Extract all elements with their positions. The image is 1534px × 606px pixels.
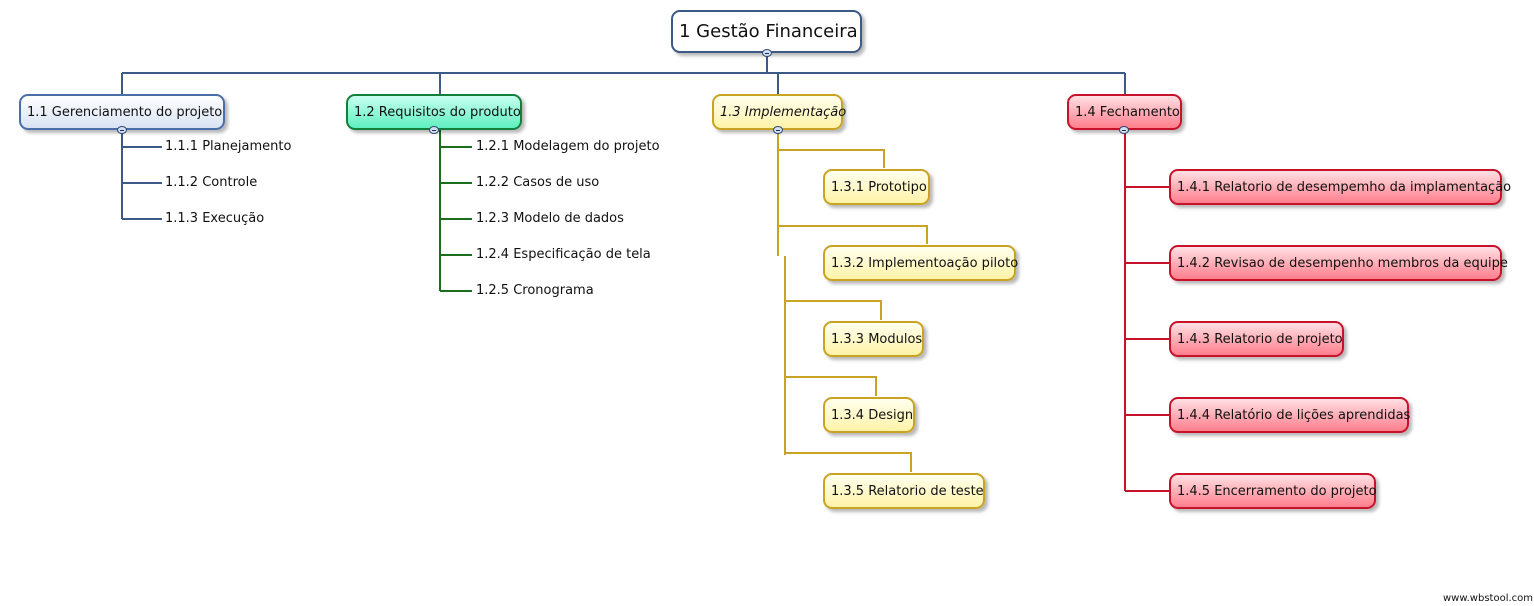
node-1-4-4[interactable]: 1.4.4 Relatório de lições aprendidas bbox=[1169, 397, 1411, 433]
node-1-4-collapse-toggle-icon[interactable] bbox=[1119, 126, 1129, 134]
node-1-1-label: 1.1 Gerenciamento do projeto bbox=[27, 104, 223, 120]
node-1-1-collapse-toggle-icon[interactable] bbox=[117, 126, 127, 134]
node-1-2-3[interactable]: 1.2.3 Modelo de dados bbox=[476, 211, 624, 226]
node-1-4-1-label: 1.4.1 Relatorio de desempemho da implame… bbox=[1177, 179, 1512, 195]
watermark: www.wbstool.com bbox=[1443, 593, 1534, 604]
branch-1-4-connector bbox=[1124, 130, 1170, 492]
node-1-4-2-label: 1.4.2 Revisao de desempenho membros da e… bbox=[1177, 255, 1508, 271]
root-connector bbox=[121, 53, 1126, 94]
node-1-4-3-label: 1.4.3 Relatorio de projeto bbox=[1177, 331, 1343, 347]
node-1-3-1-label: 1.3.1 Prototipo bbox=[831, 179, 927, 195]
node-1-1[interactable]: 1.1 Gerenciamento do projeto bbox=[19, 94, 225, 130]
node-1-3[interactable]: 1.3 Implementação bbox=[712, 94, 847, 130]
node-1-3-3[interactable]: 1.3.3 Modulos bbox=[823, 321, 924, 357]
node-1-4-2[interactable]: 1.4.2 Revisao de desempenho membros da e… bbox=[1169, 245, 1508, 281]
node-1-3-5-label: 1.3.5 Relatorio de teste bbox=[831, 483, 984, 499]
branch-1-1-connector bbox=[121, 130, 162, 220]
node-1-1-2[interactable]: 1.1.2 Controle bbox=[165, 175, 258, 190]
node-1-3-2[interactable]: 1.3.2 Implementoação piloto bbox=[823, 245, 1019, 281]
node-1-4[interactable]: 1.4 Fechamento bbox=[1067, 94, 1182, 130]
node-1-3-4[interactable]: 1.3.4 Design bbox=[823, 397, 915, 433]
branch-1-2-connector bbox=[439, 130, 472, 292]
node-1-4-3[interactable]: 1.4.3 Relatorio de projeto bbox=[1169, 321, 1344, 357]
node-1-4-label: 1.4 Fechamento bbox=[1075, 104, 1180, 120]
node-1-3-4-label: 1.3.4 Design bbox=[831, 407, 914, 423]
root-collapse-toggle-icon[interactable] bbox=[762, 49, 772, 57]
node-1-1-1[interactable]: 1.1.1 Planejamento bbox=[165, 139, 292, 154]
node-1-2-4[interactable]: 1.2.4 Especificação de tela bbox=[476, 247, 651, 262]
node-1-3-3-label: 1.3.3 Modulos bbox=[831, 331, 923, 347]
root-label: 1 Gestão Financeira bbox=[679, 21, 858, 42]
node-1-2-2[interactable]: 1.2.2 Casos de uso bbox=[476, 175, 600, 190]
node-1-3-label: 1.3 Implementação bbox=[720, 104, 847, 120]
node-1-4-5-label: 1.4.5 Encerramento do projeto bbox=[1177, 483, 1377, 499]
node-1-3-5[interactable]: 1.3.5 Relatorio de teste bbox=[823, 473, 985, 509]
node-1-2-label: 1.2 Requisitos do produto bbox=[354, 104, 521, 120]
node-1-4-1[interactable]: 1.4.1 Relatorio de desempemho da implame… bbox=[1169, 169, 1511, 205]
branch-1-3-connector bbox=[777, 130, 928, 472]
node-1-3-2-label: 1.3.2 Implementoação piloto bbox=[831, 255, 1019, 271]
node-1-3-1[interactable]: 1.3.1 Prototipo bbox=[823, 169, 930, 205]
node-1-2-collapse-toggle-icon[interactable] bbox=[429, 126, 439, 134]
root-node[interactable]: 1 Gestão Financeira bbox=[671, 10, 862, 53]
node-1-2-5[interactable]: 1.2.5 Cronograma bbox=[476, 283, 594, 298]
node-1-3-collapse-toggle-icon[interactable] bbox=[773, 126, 783, 134]
node-1-1-3[interactable]: 1.1.3 Execução bbox=[165, 211, 265, 226]
node-1-4-5[interactable]: 1.4.5 Encerramento do projeto bbox=[1169, 473, 1377, 509]
node-1-2-1[interactable]: 1.2.1 Modelagem do projeto bbox=[476, 139, 660, 154]
node-1-4-4-label: 1.4.4 Relatório de lições aprendidas bbox=[1177, 407, 1411, 423]
node-1-2[interactable]: 1.2 Requisitos do produto bbox=[346, 94, 522, 130]
